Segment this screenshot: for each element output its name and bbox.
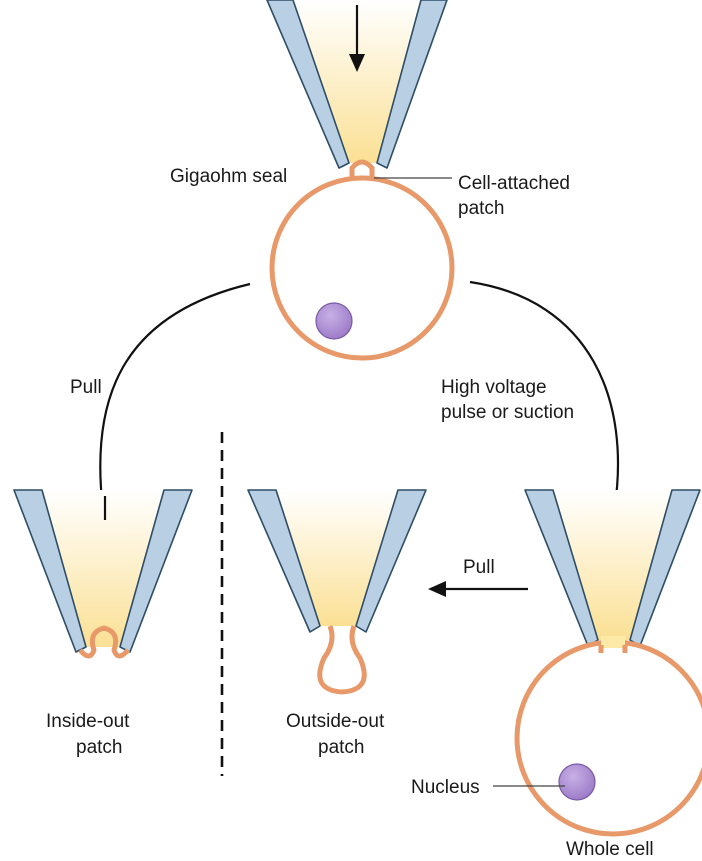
top-cell-nucleus <box>316 303 352 339</box>
cell-attached-label-line1: Cell-attached <box>458 173 570 194</box>
pull-left-label: Pull <box>70 377 102 398</box>
high-voltage-label-line2: pulse or suction <box>441 402 574 423</box>
top-cell <box>272 162 452 358</box>
outside-out-patch-vesicle <box>320 626 365 692</box>
inside-out-label-line1: Inside-out <box>46 711 130 732</box>
gigaohm-seal-label: Gigaohm seal <box>170 166 287 187</box>
outside-out-label-line2: patch <box>318 737 364 758</box>
top-cell-body <box>272 178 452 358</box>
inside-out-label-line2: patch <box>76 737 122 758</box>
outside-out-pipette <box>248 490 426 632</box>
whole-cell-label: Whole cell <box>566 839 654 860</box>
whole-cell-nucleus <box>559 764 595 800</box>
middle-pull-arrow <box>428 581 528 597</box>
cell-attached-label-line2: patch <box>458 198 504 219</box>
whole-cell-pipette <box>525 490 700 646</box>
whole-cell <box>517 636 702 834</box>
whole-cell-body <box>517 642 702 834</box>
whole-cell-opening <box>601 636 625 648</box>
outside-out-label-line1: Outside-out <box>286 711 385 732</box>
nucleus-label: Nucleus <box>411 777 480 798</box>
high-voltage-label-line1: High voltage <box>441 377 547 398</box>
pull-middle-label: Pull <box>463 557 495 578</box>
